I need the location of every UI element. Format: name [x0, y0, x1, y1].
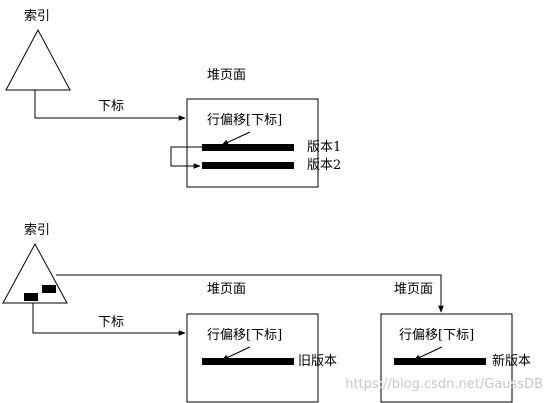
top-version1-label: 版本1 [307, 140, 341, 155]
bottom-row-offset-right-label: 行偏移[下标] [399, 328, 474, 343]
top-diagram: 索引 下标 堆页面 行偏移[下标] 版本1 版本2 [5, 9, 341, 188]
bottom-heap-page-left-box [186, 313, 319, 403]
bottom-new-version-bar [394, 358, 486, 365]
top-row-offset-label: 行偏移[下标] [207, 113, 282, 128]
bottom-old-version-bar [202, 358, 294, 365]
bottom-new-version-label: 新版本 [492, 353, 531, 369]
bottom-index-triangle [2, 242, 68, 304]
bottom-subscript-label: 下标 [98, 315, 124, 330]
bottom-old-pointer-arrow [32, 303, 186, 336]
bottom-old-version-label: 旧版本 [298, 354, 337, 369]
bottom-new-pointer-arrow [56, 274, 444, 313]
bottom-heap-page-right-label: 堆页面 [394, 282, 433, 297]
top-index-label: 索引 [24, 9, 50, 24]
top-heap-page-label: 堆页面 [207, 68, 246, 83]
top-index-pointer-arrow [34, 90, 186, 121]
bottom-index-entry-new [42, 285, 56, 293]
top-version2-label: 版本2 [307, 158, 341, 173]
top-version-chain-arrow [170, 146, 202, 169]
top-version1-bar [202, 144, 294, 151]
top-subscript-label: 下标 [98, 99, 124, 114]
top-row-offset-pointer [221, 131, 251, 146]
top-heap-page-box [186, 98, 319, 188]
bottom-heap-page-right-box [380, 313, 513, 403]
bottom-row-offset-left-label: 行偏移[下标] [207, 328, 282, 343]
watermark-text: https://blog.csdn.net/GaussDB [345, 377, 543, 392]
bottom-row-offset-left-pointer [221, 346, 251, 361]
bottom-index-label: 索引 [24, 223, 50, 238]
top-version2-bar [202, 162, 294, 169]
bottom-heap-page-left-label: 堆页面 [207, 282, 246, 297]
top-index-triangle [5, 28, 71, 91]
bottom-index-entry-old [24, 293, 38, 301]
bottom-diagram: 索引 下标 堆页面 行偏移[下标] 旧版本 堆页面 行偏移[下标] 新版本 [2, 223, 531, 403]
bottom-row-offset-right-pointer [413, 346, 443, 361]
